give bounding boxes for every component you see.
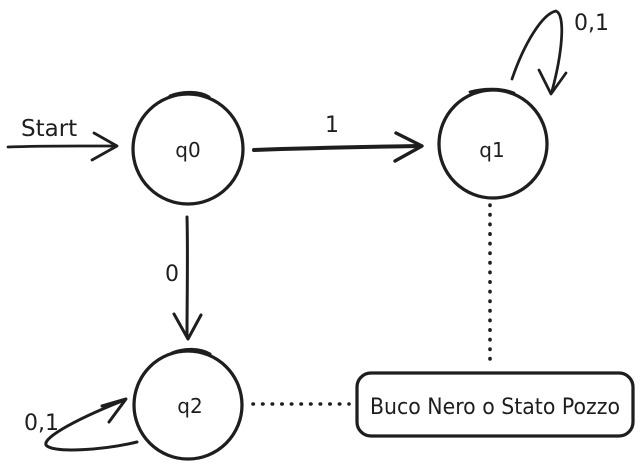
state-node-q0: q0 [131, 90, 245, 206]
edge-q0-q2-arrowhead-icon [172, 312, 203, 341]
q0-pen-overlap-mark [168, 90, 211, 99]
q2-loop-label: 0,1 [24, 411, 59, 436]
state-circle-q0 [131, 92, 245, 206]
edge-q0-q1-label: 1 [325, 113, 339, 138]
q1-loop-arrowhead-icon [537, 68, 568, 96]
start-arrow-shaft [6, 144, 118, 149]
q1-loop-shaft [510, 9, 564, 93]
edge-q0-q1-shaft [252, 144, 420, 152]
state-label-q2: q2 [177, 394, 202, 418]
q2-self-loop: 0,1 [24, 397, 139, 452]
q1-self-loop: 0,1 [510, 9, 609, 96]
start-arrowhead-icon [90, 131, 119, 162]
note-box: Buco Nero o Stato Pozzo [355, 371, 635, 438]
edge-q0-q1-arrowhead-icon [393, 131, 424, 163]
state-circle-q2 [132, 349, 244, 461]
note-box-rect [355, 371, 635, 438]
q2-loop-arrowhead-icon [100, 397, 128, 424]
state-node-q1: q1 [437, 87, 549, 200]
q1-loop-label: 0,1 [574, 11, 609, 36]
q2-loop-shaft [44, 399, 139, 452]
note-box-label: Buco Nero o Stato Pozzo [370, 395, 620, 420]
state-node-q2: q2 [132, 347, 244, 461]
state-label-q0: q0 [175, 138, 200, 162]
start-arrow: Start [6, 116, 119, 162]
edge-q0-q2-label: 0 [165, 262, 179, 287]
edge-q0-to-q1: 1 [252, 113, 424, 163]
start-label: Start [21, 116, 77, 142]
q1-pen-overlap-mark [468, 87, 516, 95]
q2-pen-overlap-mark [170, 347, 212, 356]
state-label-q1: q1 [479, 138, 504, 162]
edge-q0-to-q2: 0 [165, 215, 203, 341]
